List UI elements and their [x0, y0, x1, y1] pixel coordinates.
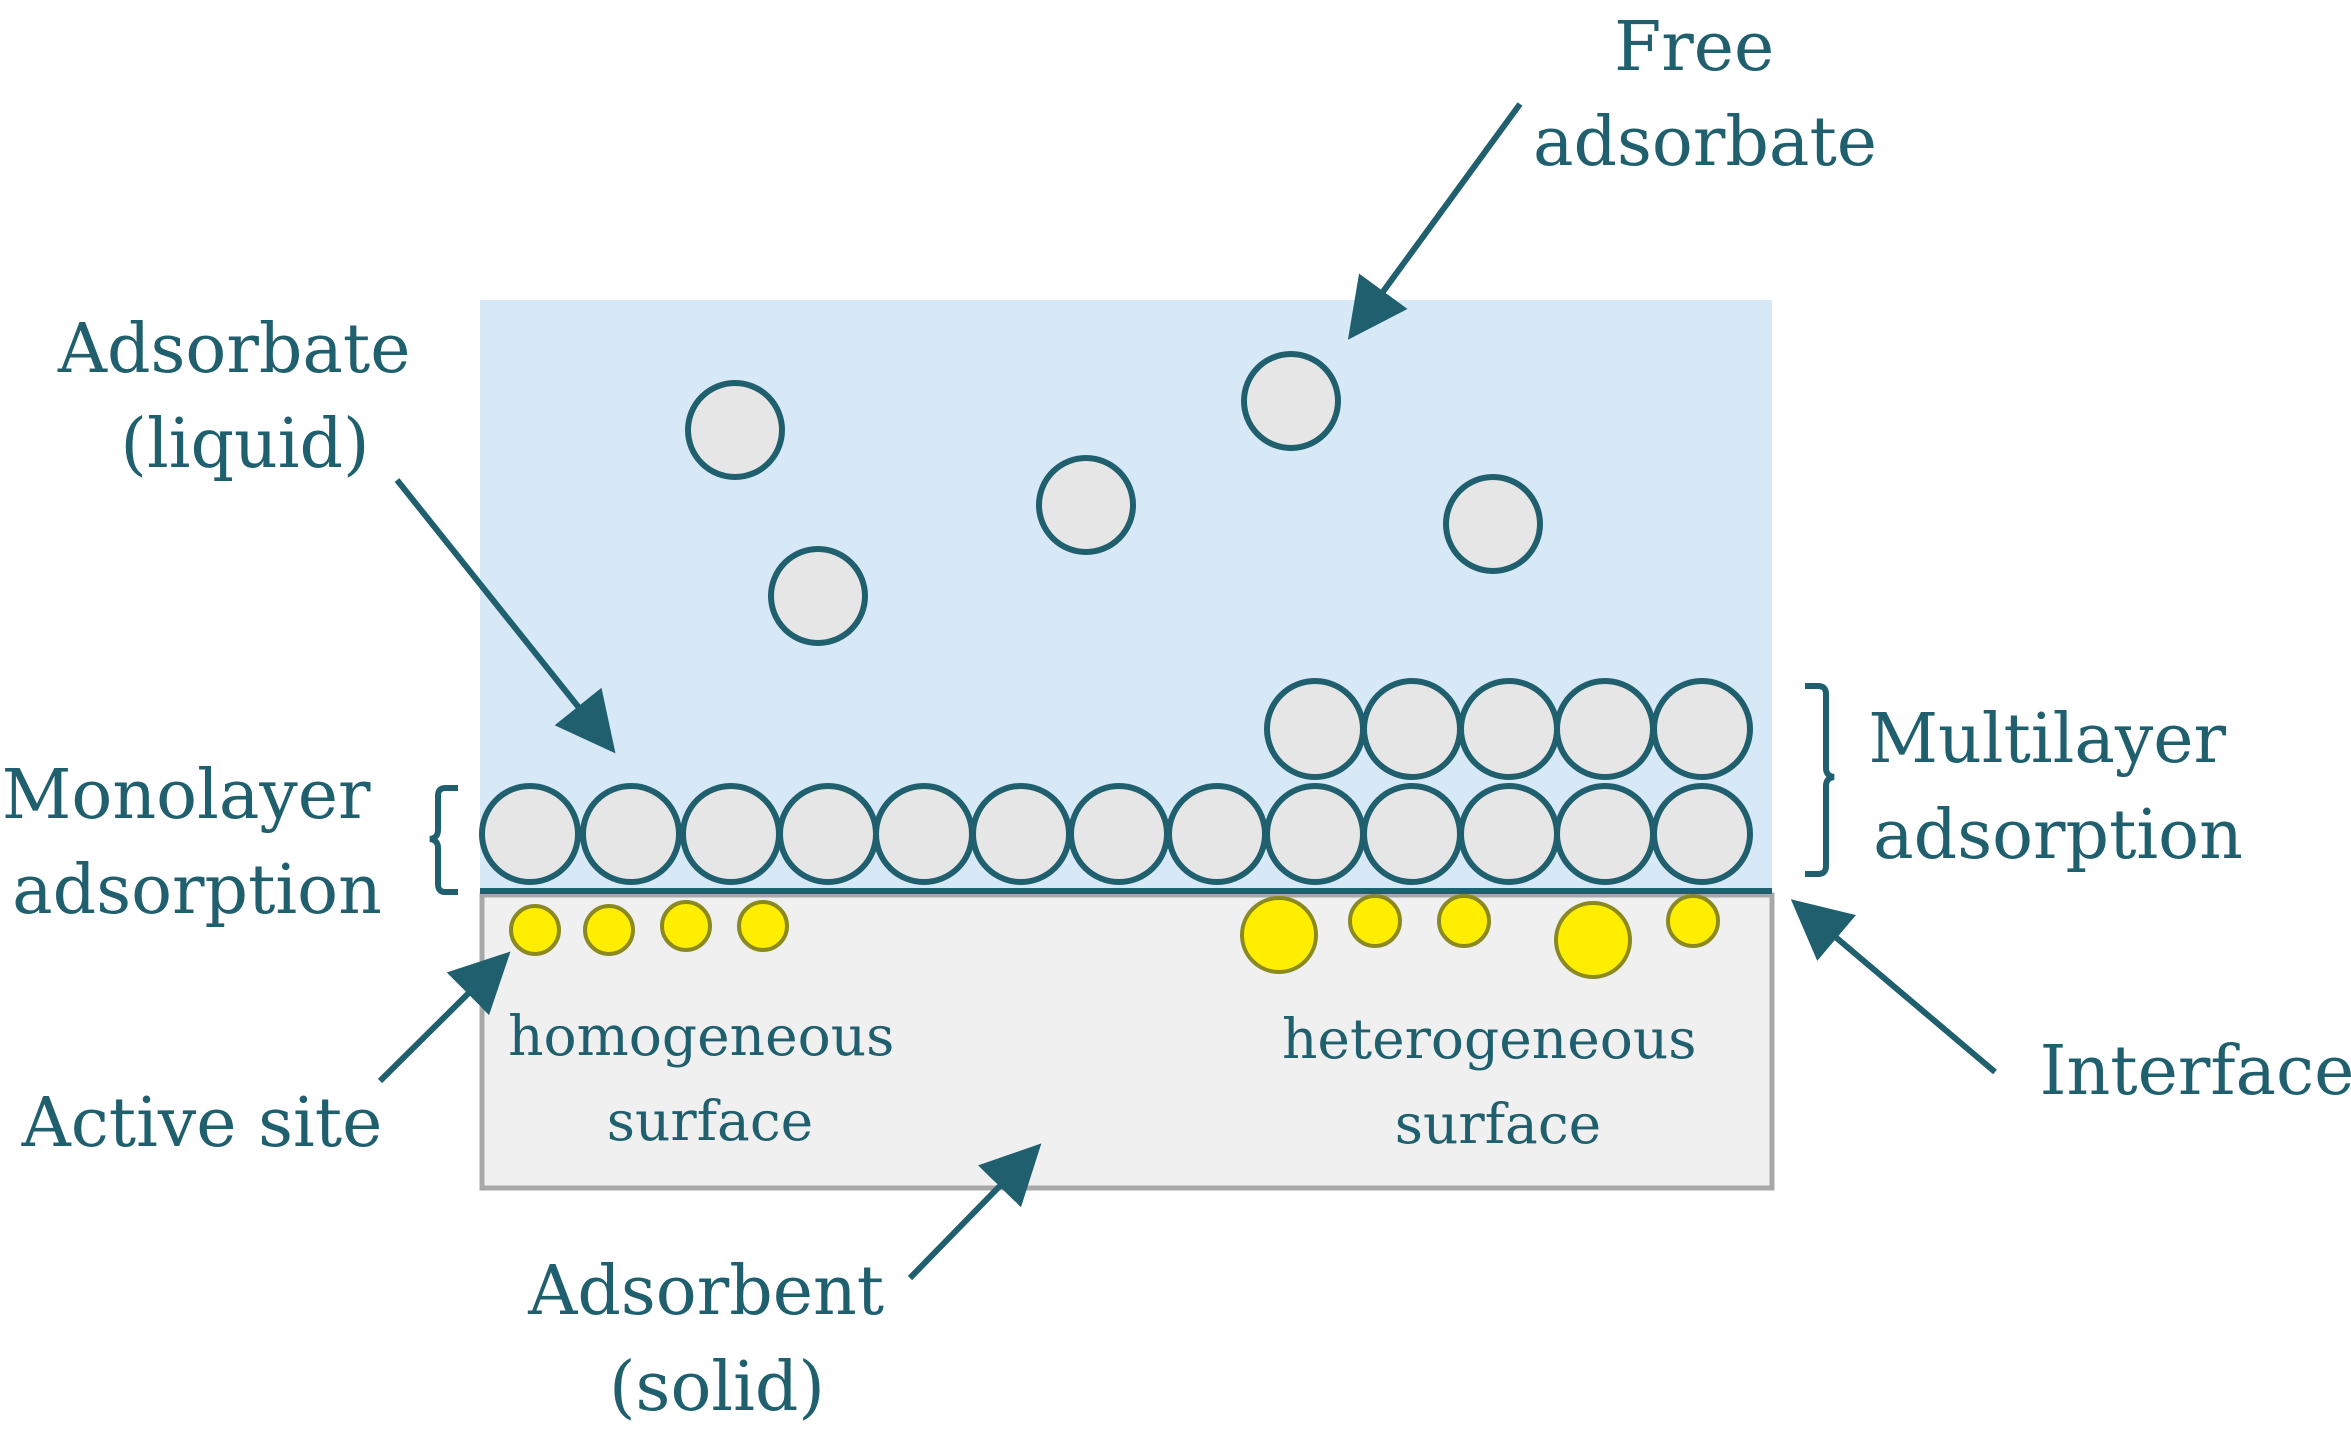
free-particle: [685, 380, 785, 480]
heterogeneous-surface-label: heterogeneous surface: [1282, 1007, 1714, 1156]
homogeneous-surface-label: homogeneous surface: [508, 1004, 912, 1153]
layer-particle: [1166, 783, 1268, 885]
interface-arrow: [1790, 899, 1997, 1075]
layer-particle: [873, 783, 975, 885]
active-sites-heterogeneous: [1240, 894, 1720, 979]
layer-particle: [1361, 783, 1463, 885]
free-particle: [1036, 455, 1136, 555]
active-site: [1666, 894, 1720, 948]
layer-particle: [1554, 678, 1656, 780]
layer-particle: [1458, 783, 1560, 885]
free-adsorbate-arrow: [1347, 102, 1523, 340]
multilayer-particles: [1264, 678, 1753, 780]
active-site: [660, 900, 712, 952]
free-particle: [1443, 474, 1543, 574]
layer-particle: [1264, 678, 1366, 780]
multilayer-brace: [1805, 683, 1835, 877]
layer-particle: [970, 783, 1072, 885]
active-site: [1240, 896, 1318, 974]
free-particle: [1241, 351, 1341, 451]
active-site: [1554, 901, 1632, 979]
adsorbate-liquid-label: Adsorbate (liquid): [57, 310, 432, 484]
active-site: [1348, 894, 1402, 948]
monolayer-brace: [429, 785, 458, 895]
layer-particle: [1361, 678, 1463, 780]
arrows: [377, 102, 1997, 1281]
adsorbate-liquid-arrow: [394, 478, 616, 754]
adsorbent-arrow: [907, 1143, 1042, 1281]
active-site-label: Active site: [21, 1084, 383, 1163]
layer-particle: [1458, 678, 1560, 780]
layer-particle: [1651, 783, 1753, 885]
active-site-arrow: [377, 951, 511, 1084]
layer-particle: [1651, 678, 1753, 780]
layer-particle: [1068, 783, 1170, 885]
active-sites-homogeneous: [509, 900, 789, 956]
adsorbent-label: Adsorbent (solid): [527, 1252, 906, 1427]
layer-particle: [777, 783, 879, 885]
layer-particle: [1264, 783, 1366, 885]
layer-particle: [680, 783, 782, 885]
monolayer-label: Monolayer adsorption: [2, 756, 392, 930]
layer-particle: [479, 783, 581, 885]
free-adsorbate-label: Free adsorbate: [1533, 8, 1877, 182]
free-particle: [768, 546, 868, 646]
monolayer-particles: [479, 783, 1753, 885]
free-particles: [685, 351, 1543, 646]
interface-label: Interface: [2040, 1032, 2351, 1111]
active-site: [583, 904, 635, 956]
multilayer-label: Multilayer adsorption: [1868, 700, 2247, 875]
layer-particle: [1554, 783, 1656, 885]
active-site: [1437, 894, 1491, 948]
layer-particle: [580, 783, 682, 885]
active-site: [737, 900, 789, 952]
active-site: [509, 904, 561, 956]
